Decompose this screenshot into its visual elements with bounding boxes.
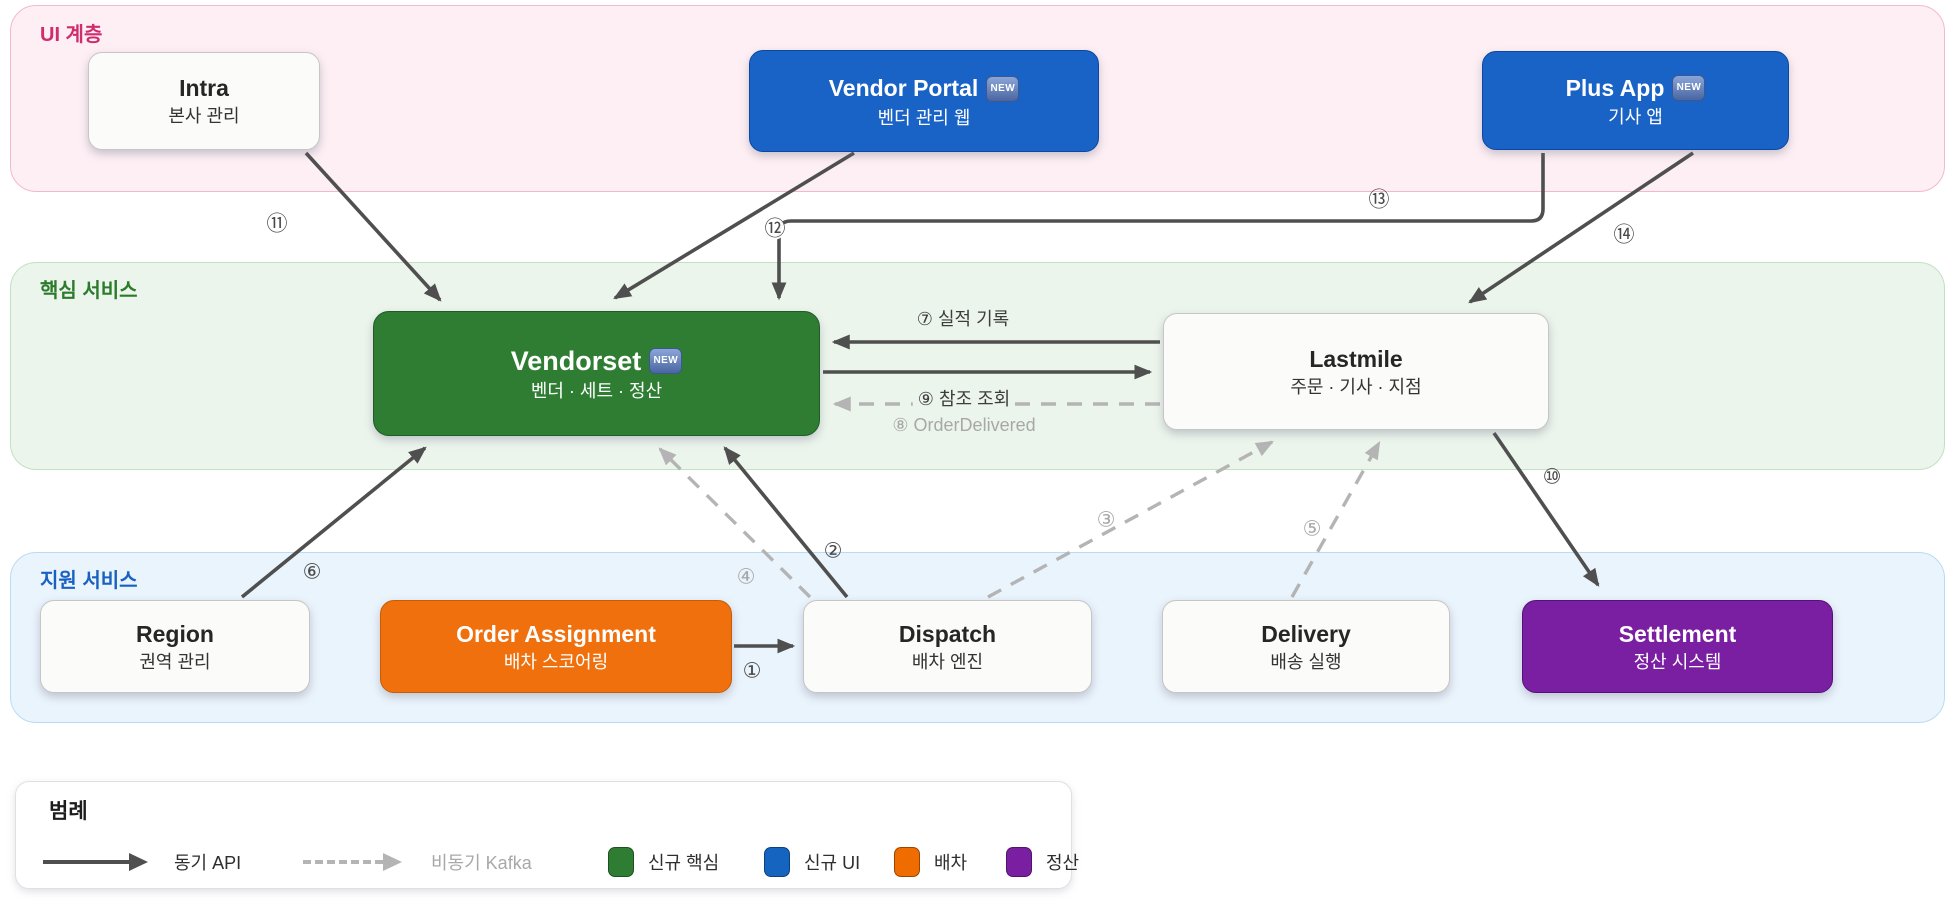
edge-label-8-order-delivered: ⑧ OrderDelivered	[887, 414, 1041, 436]
edge-label-9-reference-lookup: ⑨ 참조 조회	[912, 388, 1016, 410]
legend-item-new-core: 신규 핵심	[608, 847, 719, 877]
edge-10-lastmile-to-settlement	[1492, 431, 1600, 587]
edge-label-11: ⑪	[266, 212, 288, 236]
new-badge-icon: NEW	[986, 75, 1020, 102]
node-region: Region 권역 관리	[40, 600, 310, 693]
node-plus-app-title: Plus App NEW	[1566, 75, 1706, 101]
edge-3-dispatch-to-lastmile-async	[987, 440, 1274, 599]
new-badge-icon: NEW	[1672, 75, 1706, 101]
new-core-swatch	[608, 847, 634, 877]
layer-label-support: 지원 서비스	[40, 570, 138, 592]
edge-2-dispatch-to-vendorset	[723, 446, 849, 599]
node-vendorset-subtitle: 벤더 · 세트 · 정산	[530, 380, 663, 401]
new-ui-swatch	[764, 847, 790, 877]
edge-13-plus-app-to-vendorset	[771, 153, 1545, 301]
legend-sync-label: 동기 API	[174, 853, 242, 873]
node-vendor-portal-title-text: Vendor Portal	[828, 75, 979, 101]
node-lastmile: Lastmile 주문 · 기사 · 지점	[1163, 313, 1549, 430]
node-dispatch-subtitle: 배차 엔진	[911, 651, 984, 672]
legend-dispatch-label: 배차	[934, 853, 968, 873]
edge-label-14: ⑭	[1613, 223, 1635, 247]
settlement-swatch	[1006, 847, 1032, 877]
layer-label-ui: UI 계층	[40, 24, 103, 46]
async-arrow-sample	[303, 860, 383, 864]
node-vendorset: Vendorset NEW 벤더 · 세트 · 정산	[373, 311, 820, 436]
node-order-assignment-title: Order Assignment	[456, 620, 656, 647]
async-arrowhead-icon	[383, 853, 402, 871]
node-vendor-portal-subtitle: 벤더 관리 웹	[877, 107, 971, 128]
legend-title: 범례	[49, 800, 88, 823]
edge-label-5: ⑤	[1302, 517, 1322, 541]
node-settlement: Settlement 정산 시스템	[1522, 600, 1833, 693]
legend-item-dispatch: 배차	[894, 847, 967, 877]
node-vendorset-title: Vendorset NEW	[510, 345, 683, 376]
legend-new-ui-label: 신규 UI	[804, 853, 861, 873]
node-vendor-portal-title: Vendor Portal NEW	[828, 75, 1020, 102]
node-dispatch: Dispatch 배차 엔진	[803, 600, 1092, 693]
node-region-title: Region	[136, 620, 214, 647]
edge-5-delivery-to-lastmile-async	[1290, 441, 1381, 598]
node-lastmile-title: Lastmile	[1309, 345, 1403, 372]
edge-label-12: ⑫	[764, 217, 786, 241]
node-intra: Intra 본사 관리	[88, 52, 320, 150]
legend-new-core-label: 신규 핵심	[648, 853, 720, 873]
node-plus-app-subtitle: 기사 앱	[1608, 107, 1663, 127]
edge-label-2: ②	[823, 539, 843, 563]
edge-label-1: ①	[742, 659, 762, 683]
node-settlement-title: Settlement	[1618, 620, 1737, 647]
dispatch-swatch	[894, 847, 920, 877]
sync-arrowhead-icon	[129, 853, 148, 871]
edge-label-7-record: ⑦ 실적 기록	[911, 308, 1015, 330]
edge-label-13: ⑬	[1368, 188, 1390, 212]
node-delivery: Delivery 배송 실행	[1162, 600, 1450, 693]
edge-14-plus-app-to-lastmile	[1468, 151, 1695, 304]
edge-label-4: ④	[736, 565, 756, 589]
node-intra-title: Intra	[179, 75, 229, 101]
legend: 범례 동기 API 비동기 Kafka 신규 핵심 신규 UI 배차 정산	[15, 781, 1079, 889]
node-order-assignment: Order Assignment 배차 스코어링	[380, 600, 732, 693]
edge-11-intra-to-vendorset	[304, 151, 442, 302]
node-plus-app: Plus App NEW 기사 앱	[1482, 51, 1789, 150]
node-order-assignment-subtitle: 배차 스코어링	[503, 651, 609, 672]
new-badge-icon: NEW	[649, 348, 683, 374]
layer-label-core: 핵심 서비스	[40, 280, 138, 302]
node-vendor-portal: Vendor Portal NEW 벤더 관리 웹	[749, 50, 1099, 152]
node-region-subtitle: 권역 관리	[139, 651, 211, 672]
node-plus-app-title-text: Plus App	[1565, 74, 1665, 101]
legend-async-label: 비동기 Kafka	[431, 853, 532, 873]
node-lastmile-subtitle: 주문 · 기사 · 지점	[1290, 376, 1422, 397]
sync-arrow-sample	[43, 860, 129, 864]
edge-12-vendor-portal-to-vendorset	[613, 151, 855, 300]
legend-item-new-ui: 신규 UI	[764, 847, 860, 877]
legend-settlement-label: 정산	[1046, 853, 1080, 873]
edge-label-10: ⑩	[1542, 465, 1562, 489]
edge-4-dispatch-to-vendorset-async	[658, 447, 812, 599]
node-dispatch-title: Dispatch	[898, 620, 997, 647]
node-delivery-subtitle: 배송 실행	[1270, 651, 1342, 672]
edge-label-6: ⑥	[302, 560, 322, 584]
edge-6-region-to-vendorset	[240, 446, 427, 599]
node-delivery-title: Delivery	[1261, 620, 1351, 647]
node-vendorset-title-text: Vendorset	[510, 345, 642, 376]
legend-item-settlement: 정산	[1006, 847, 1079, 877]
node-intra-subtitle: 본사 관리	[168, 106, 240, 126]
edge-label-3: ③	[1096, 508, 1116, 532]
node-settlement-subtitle: 정산 시스템	[1633, 651, 1722, 672]
